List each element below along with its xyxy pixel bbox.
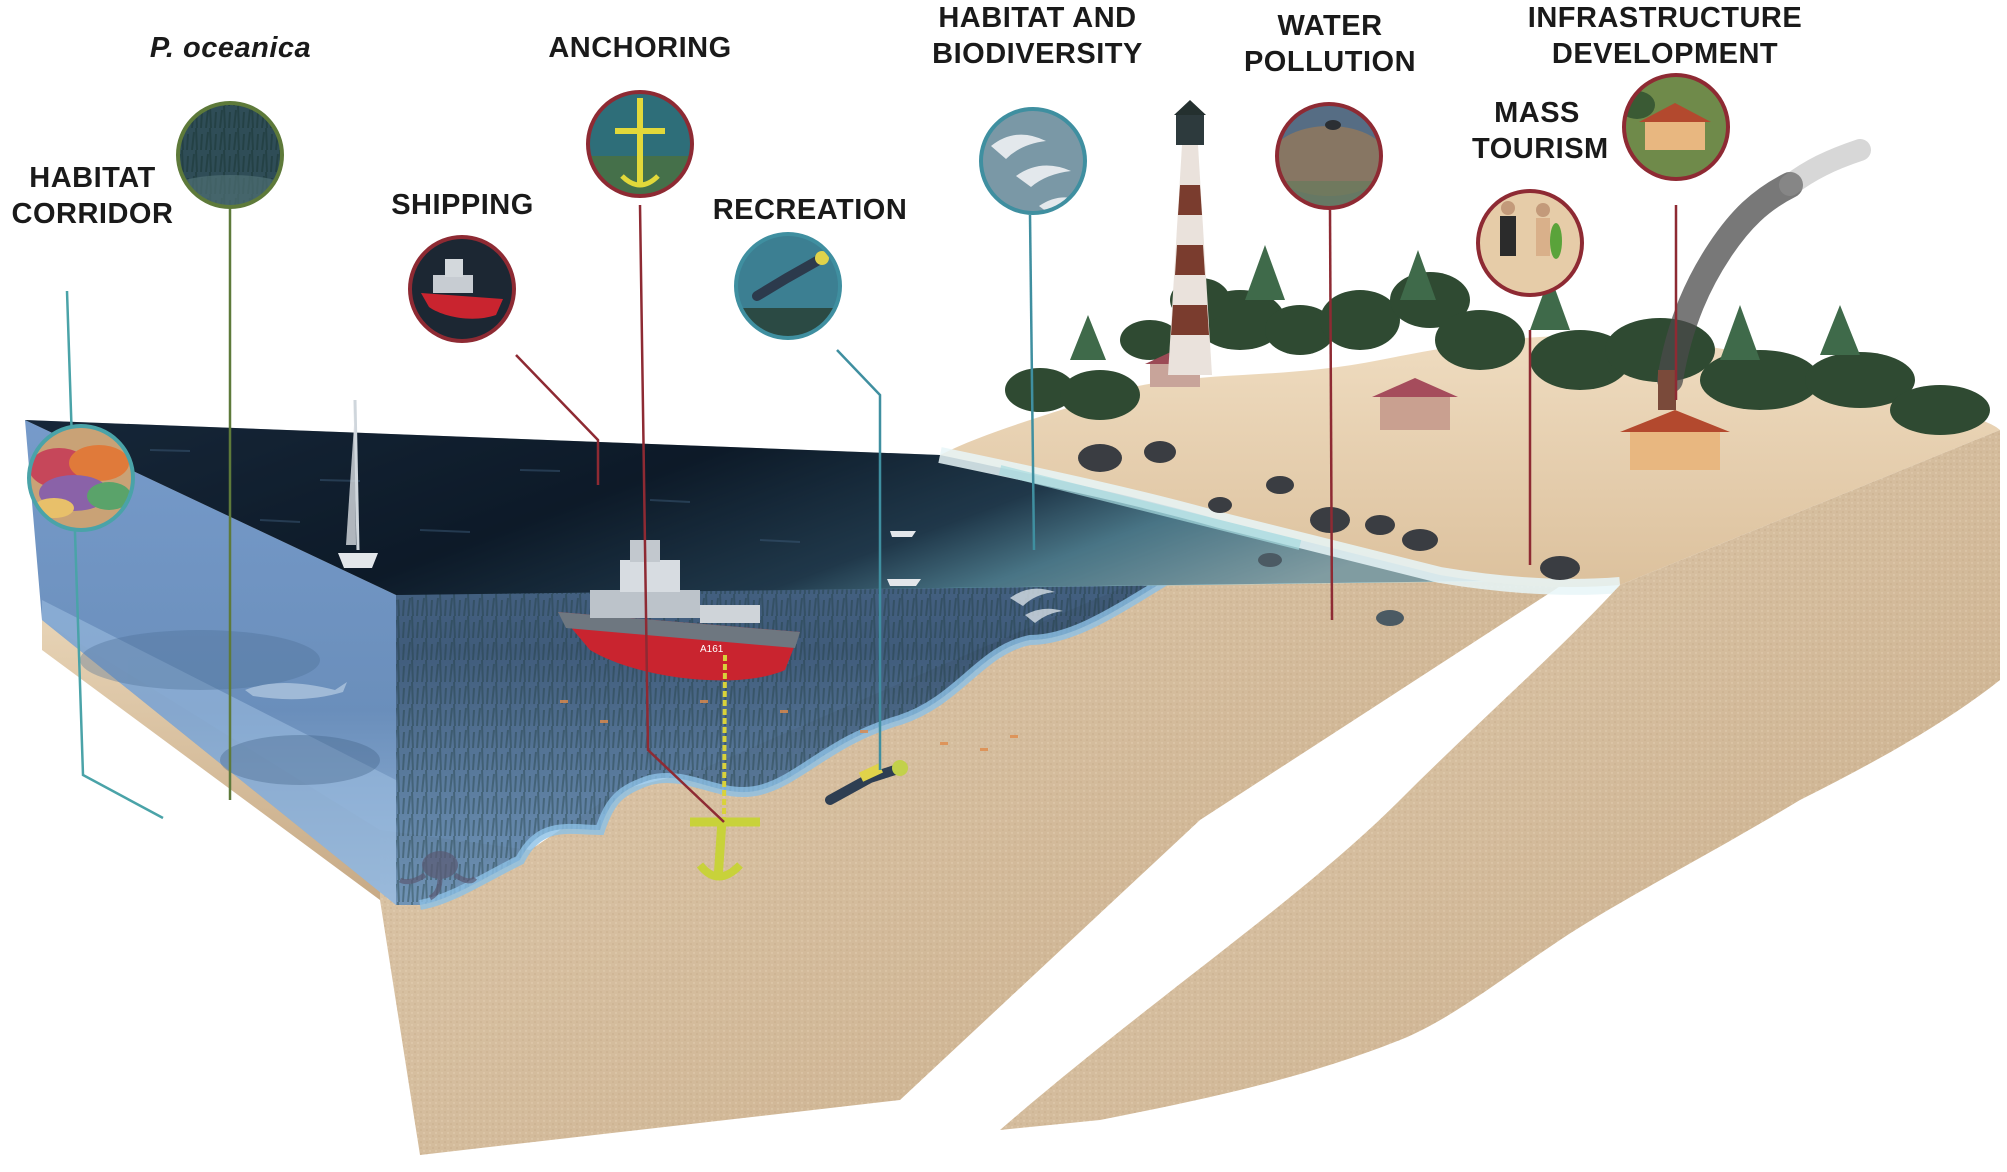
inset-anchoring bbox=[586, 90, 694, 198]
label-infrastructure-development: INFRASTRUCTURE DEVELOPMENT bbox=[1515, 0, 1815, 72]
label-line: HABITAT bbox=[29, 162, 156, 194]
label-line: DEVELOPMENT bbox=[1551, 38, 1779, 70]
inset-water-pollution bbox=[1275, 102, 1383, 210]
inset-mass-tourism bbox=[1476, 189, 1584, 297]
small-boats bbox=[887, 531, 921, 586]
block-bottom-edge bbox=[42, 620, 380, 900]
fish-school bbox=[560, 700, 1018, 751]
label-p-oceanica: P. oceanica bbox=[118, 30, 343, 66]
label-shipping: SHIPPING bbox=[370, 187, 555, 223]
ship-hull-number: A161 bbox=[700, 644, 724, 655]
label-water-pollution: WATER POLLUTION bbox=[1225, 8, 1435, 80]
inset-recreation bbox=[734, 232, 842, 340]
lighthouse bbox=[1168, 100, 1212, 375]
label-habitat-biodiversity: HABITAT AND BIODIVERSITY bbox=[920, 0, 1155, 72]
label-line: MASS bbox=[1494, 97, 1580, 129]
inset-shipping bbox=[408, 235, 516, 343]
smoke-plume bbox=[1657, 172, 1803, 393]
shore-rocks bbox=[1078, 441, 1580, 626]
ship: A161 bbox=[558, 540, 800, 681]
inset-infrastructure-development bbox=[1622, 73, 1730, 181]
label-line: SHIPPING bbox=[391, 189, 534, 221]
sailboat bbox=[338, 399, 378, 568]
label-anchoring: ANCHORING bbox=[530, 30, 750, 66]
scuba-diver bbox=[825, 760, 908, 805]
dolphins-in-water bbox=[1010, 588, 1063, 623]
label-line: RECREATION bbox=[712, 194, 908, 226]
label-line: HABITAT AND bbox=[938, 2, 1137, 34]
label-habitat-corridor: HABITAT CORRIDOR bbox=[10, 160, 175, 232]
label-line: TOURISM bbox=[1472, 133, 1609, 165]
inset-p-oceanica bbox=[176, 101, 284, 209]
leader-anchoring bbox=[638, 204, 725, 823]
leader-shipping bbox=[515, 354, 600, 485]
label-line: ANCHORING bbox=[548, 32, 732, 64]
leader-habitat-biodiversity bbox=[1028, 214, 1036, 551]
anchor bbox=[690, 654, 760, 881]
beach-house bbox=[1372, 378, 1458, 430]
octopus-silhouette bbox=[398, 851, 478, 901]
label-recreation: RECREATION bbox=[700, 192, 920, 228]
label-line: POLLUTION bbox=[1243, 46, 1417, 78]
villa bbox=[1620, 410, 1730, 470]
label-line: CORRIDOR bbox=[11, 198, 174, 230]
inset-habitat-corridor bbox=[27, 424, 135, 532]
label-line: P. oceanica bbox=[149, 32, 312, 64]
leader-water-pollution bbox=[1328, 209, 1334, 621]
label-line: WATER bbox=[1277, 10, 1383, 42]
shark-silhouette bbox=[245, 682, 347, 700]
inset-habitat-biodiversity bbox=[979, 107, 1087, 215]
leader-recreation bbox=[836, 349, 882, 770]
label-mass-tourism: MASS TOURISM bbox=[1472, 95, 1609, 167]
label-line: INFRASTRUCTURE bbox=[1527, 2, 1803, 34]
label-line: BIODIVERSITY bbox=[932, 38, 1143, 70]
